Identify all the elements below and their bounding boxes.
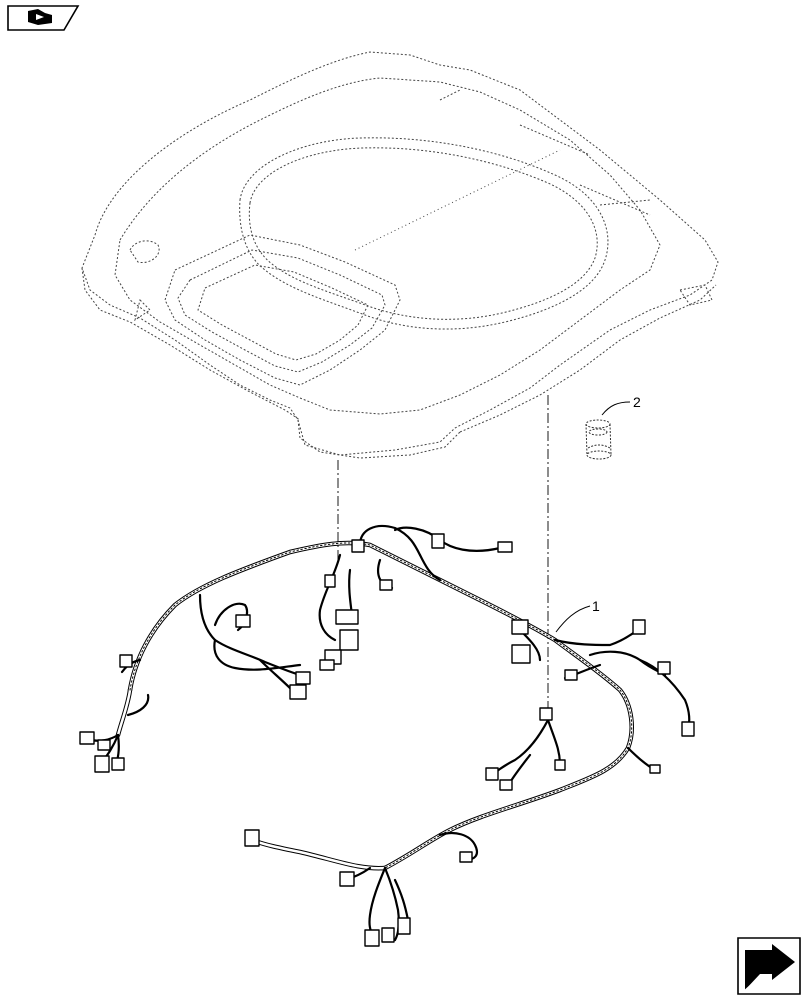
book-with-arrow-icon [28, 9, 52, 25]
callout-2: 2 [601, 394, 641, 416]
next-page-button[interactable] [737, 937, 801, 995]
callout-1: 1 [555, 598, 600, 633]
callout-2-label: 2 [633, 394, 641, 410]
page-turn-arrow-icon [744, 944, 795, 991]
roof-headliner [81, 51, 719, 459]
alignment-lines [337, 395, 549, 715]
grommet-part [585, 419, 612, 460]
toc-button[interactable] [7, 5, 80, 31]
wiring-harness [79, 524, 695, 947]
callout-1-label: 1 [592, 598, 600, 614]
